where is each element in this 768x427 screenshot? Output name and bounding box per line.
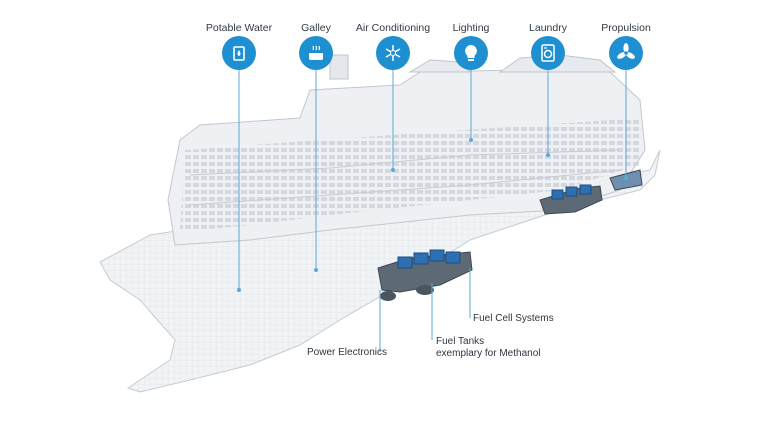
propeller-icon — [609, 36, 643, 70]
label-propulsion: Propulsion — [601, 22, 651, 34]
label-fuel-tanks-line2: exemplary for Methanol — [436, 348, 541, 359]
label-galley: Galley — [301, 22, 331, 34]
leader-lines — [238, 70, 627, 352]
label-fuel-cell-systems: Fuel Cell Systems — [473, 313, 554, 324]
water-glass-icon — [222, 36, 256, 70]
label-air-conditioning: Air Conditioning — [355, 22, 431, 34]
light-bulb-icon — [454, 36, 488, 70]
washing-machine-icon — [531, 36, 565, 70]
label-fuel-tanks: Fuel Tanks exemplary for Methanol — [436, 336, 541, 360]
snowflake-sun-icon — [376, 36, 410, 70]
label-potable-water: Potable Water — [205, 22, 273, 34]
label-power-electronics: Power Electronics — [307, 347, 388, 358]
cooking-pot-icon — [299, 36, 333, 70]
label-fuel-tanks-line1: Fuel Tanks — [436, 336, 485, 347]
label-lighting: Lighting — [452, 22, 490, 34]
label-laundry: Laundry — [529, 22, 567, 34]
forward-machinery — [377, 249, 473, 301]
